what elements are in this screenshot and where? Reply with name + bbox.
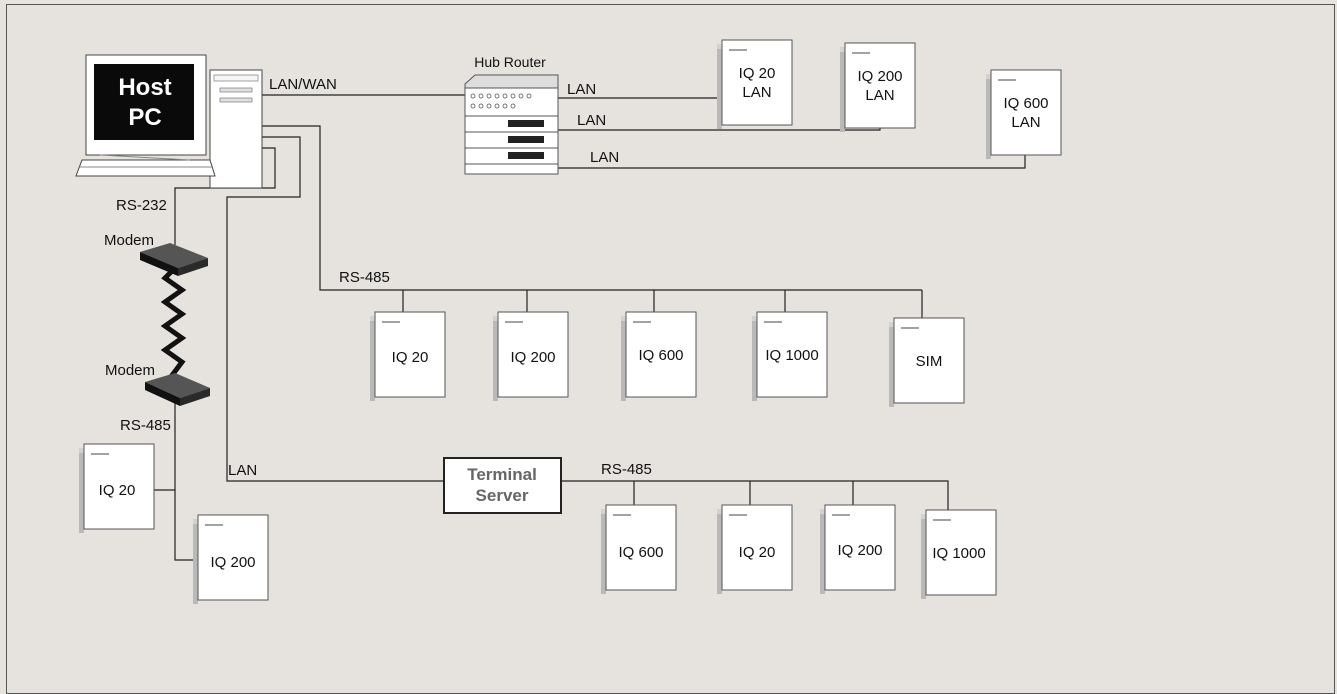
svg-text:IQ 20: IQ 20: [99, 482, 136, 499]
device-iq200-modem: IQ 200: [192, 514, 269, 605]
host-label-line2: PC: [128, 104, 161, 131]
terminal-server-line2: Server: [476, 486, 529, 505]
label-lan-terminal: LAN: [228, 462, 257, 479]
label-rs485-bus: RS-485: [339, 269, 390, 286]
device-iq600-lan: IQ 600 LAN: [985, 69, 1062, 160]
svg-text:IQ 20: IQ 20: [392, 349, 429, 366]
wires: [152, 85, 1026, 561]
terminal-server: Terminal Server: [443, 457, 562, 514]
device-iq20-rs485: IQ 20: [369, 311, 446, 402]
svg-text:IQ 200: IQ 200: [857, 68, 902, 85]
wire-hub-iq600: [558, 155, 1026, 169]
wire-rs232: [174, 147, 276, 245]
hub-router-label: Hub Router: [474, 54, 546, 70]
device-iq1000-ts: IQ 1000: [920, 509, 997, 600]
device-iq200-ts: IQ 200: [819, 504, 896, 595]
modem-bottom: [145, 373, 210, 406]
wire-rs485-ts: [561, 480, 949, 510]
device-iq600-rs485: IQ 600: [620, 311, 697, 402]
label-modem-bottom: Modem: [105, 362, 155, 379]
label-lan-3: LAN: [590, 149, 619, 166]
svg-text:IQ 600: IQ 600: [638, 347, 683, 364]
wire-rs485-modem: [152, 398, 176, 491]
label-lan-2: LAN: [577, 112, 606, 129]
svg-text:IQ 20: IQ 20: [739, 544, 776, 561]
wire-rs485-bus: [262, 125, 922, 291]
device-iq600-ts: IQ 600: [600, 504, 677, 595]
svg-text:IQ 1000: IQ 1000: [932, 545, 985, 562]
wire-lan-terminal: [226, 136, 444, 482]
device-sim-rs485: SIM: [888, 317, 965, 408]
label-rs232: RS-232: [116, 197, 167, 214]
device-iq200-rs485: IQ 200: [492, 311, 569, 402]
device-iq1000-rs485: IQ 1000: [751, 311, 828, 402]
device-iq20-lan: IQ 20 LAN: [716, 39, 793, 130]
svg-text:LAN: LAN: [742, 84, 771, 101]
svg-text:IQ 600: IQ 600: [618, 544, 663, 561]
host-label-line1: Host: [118, 74, 171, 101]
modem-top: [140, 243, 208, 276]
label-lan-1: LAN: [567, 81, 596, 98]
svg-text:IQ 200: IQ 200: [210, 554, 255, 571]
svg-text:IQ 200: IQ 200: [837, 542, 882, 559]
device-iq20-modem: IQ 20: [78, 443, 155, 534]
link-labels: LAN/WAN LAN LAN LAN RS-485 RS-232 Modem …: [104, 76, 652, 479]
device-iq20-ts: IQ 20: [716, 504, 793, 595]
svg-text:SIM: SIM: [916, 353, 943, 370]
svg-text:LAN: LAN: [865, 87, 894, 104]
label-lan-wan: LAN/WAN: [269, 76, 337, 93]
device-iq200-lan: IQ 200 LAN: [839, 42, 916, 133]
label-rs485-modem: RS-485: [120, 417, 171, 434]
svg-text:IQ 200: IQ 200: [510, 349, 555, 366]
label-rs485-ts: RS-485: [601, 461, 652, 478]
svg-text:IQ 20: IQ 20: [739, 65, 776, 82]
terminal-server-line1: Terminal: [467, 465, 537, 484]
svg-text:IQ 600: IQ 600: [1003, 95, 1048, 112]
modem-link: [160, 266, 187, 380]
host-pc: Host PC: [75, 54, 263, 189]
svg-text:IQ 1000: IQ 1000: [765, 347, 818, 364]
hub-router: Hub Router: [464, 54, 559, 175]
svg-text:LAN: LAN: [1011, 114, 1040, 131]
label-modem-top: Modem: [104, 232, 154, 249]
